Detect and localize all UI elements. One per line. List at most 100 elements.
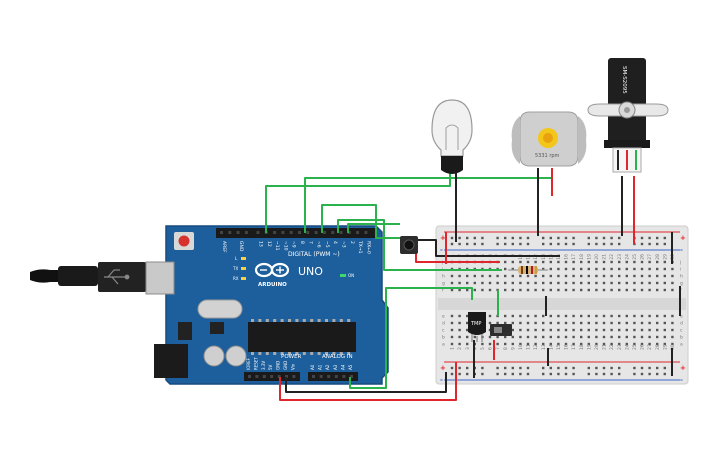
breadboard-hole[interactable] [656, 267, 659, 271]
analog-pin-hole[interactable] [312, 375, 315, 378]
breadboard-hole[interactable] [602, 260, 606, 264]
rail-hole[interactable] [633, 372, 636, 376]
breadboard-hole[interactable] [481, 288, 484, 292]
breadboard-hole[interactable] [466, 321, 469, 325]
rail-hole[interactable] [450, 366, 454, 370]
breadboard-hole[interactable] [564, 274, 568, 278]
rail-hole[interactable] [466, 366, 469, 370]
breadboard-hole[interactable] [633, 328, 636, 332]
breadboard-hole[interactable] [572, 328, 575, 332]
rail-hole[interactable] [648, 236, 651, 240]
breadboard-hole[interactable] [511, 281, 514, 285]
breadboard-hole[interactable] [610, 314, 613, 318]
breadboard-hole[interactable] [663, 288, 666, 292]
breadboard-hole[interactable] [526, 342, 530, 346]
analog-pin-hole[interactable] [350, 375, 353, 378]
breadboard-hole[interactable] [504, 260, 507, 264]
push-button[interactable] [400, 236, 418, 254]
breadboard-hole[interactable] [587, 260, 590, 264]
rail-hole[interactable] [549, 372, 552, 376]
breadboard-hole[interactable] [595, 335, 598, 339]
reset-button-cap[interactable] [178, 235, 190, 247]
breadboard-hole[interactable] [466, 335, 469, 339]
breadboard-hole[interactable] [640, 342, 644, 346]
breadboard-hole[interactable] [663, 328, 666, 332]
breadboard-hole[interactable] [610, 321, 613, 325]
breadboard-hole[interactable] [466, 288, 469, 292]
power-pin-hole[interactable] [248, 375, 251, 378]
wire-button-black[interactable] [416, 239, 560, 257]
rail-hole[interactable] [450, 372, 454, 376]
digital-pin-hole[interactable] [256, 231, 260, 234]
power-pin-hole[interactable] [270, 375, 274, 378]
rail-hole[interactable] [618, 236, 621, 240]
breadboard-hole[interactable] [534, 314, 537, 318]
rail-hole[interactable] [572, 372, 575, 376]
digital-pin-hole[interactable] [273, 231, 277, 234]
breadboard-hole[interactable] [511, 260, 514, 264]
dc-motor[interactable]: 5331 rpm [511, 111, 587, 167]
breadboard-hole[interactable] [534, 288, 537, 292]
breadboard-hole[interactable] [595, 314, 598, 318]
rail-hole[interactable] [481, 366, 484, 370]
breadboard-hole[interactable] [640, 335, 644, 339]
wire-pin2-to-button[interactable] [347, 223, 400, 233]
rail-hole[interactable] [458, 242, 461, 246]
breadboard-hole[interactable] [663, 281, 666, 285]
breadboard-hole[interactable] [618, 342, 621, 346]
rail-hole[interactable] [466, 372, 469, 376]
breadboard-hole[interactable] [656, 274, 659, 278]
rail-hole[interactable] [458, 236, 461, 240]
breadboard-hole[interactable] [534, 342, 537, 346]
rail-hole[interactable] [519, 366, 522, 370]
breadboard-hole[interactable] [595, 342, 598, 346]
rail-hole[interactable] [656, 242, 659, 246]
rail-hole[interactable] [549, 236, 552, 240]
analog-pin-hole[interactable] [327, 375, 331, 378]
breadboard-hole[interactable] [458, 328, 461, 332]
breadboard-hole[interactable] [534, 335, 537, 339]
breadboard-hole[interactable] [504, 342, 507, 346]
digital-header[interactable] [216, 228, 376, 238]
breadboard-hole[interactable] [542, 288, 545, 292]
breadboard-hole[interactable] [526, 288, 530, 292]
breadboard-hole[interactable] [458, 281, 461, 285]
digital-pin-hole[interactable] [347, 231, 351, 234]
rail-hole[interactable] [458, 372, 461, 376]
rail-hole[interactable] [663, 372, 666, 376]
light-bulb[interactable] [431, 99, 473, 174]
rail-hole[interactable] [511, 372, 514, 376]
rail-hole[interactable] [519, 372, 522, 376]
breadboard-hole[interactable] [618, 314, 621, 318]
breadboard-hole[interactable] [656, 314, 659, 318]
breadboard-hole[interactable] [648, 288, 651, 292]
breadboard-hole[interactable] [488, 281, 492, 285]
rail-hole[interactable] [549, 242, 552, 246]
breadboard-hole[interactable] [504, 274, 507, 278]
rail-hole[interactable] [564, 366, 568, 370]
breadboard-hole[interactable] [496, 321, 499, 325]
breadboard-hole[interactable] [564, 335, 568, 339]
breadboard-hole[interactable] [618, 274, 621, 278]
rail-hole[interactable] [496, 366, 499, 370]
rail-hole[interactable] [526, 366, 530, 370]
breadboard-hole[interactable] [602, 281, 606, 285]
breadboard-hole[interactable] [633, 321, 636, 325]
breadboard-hole[interactable] [481, 342, 484, 346]
power-pin-hole[interactable] [292, 375, 296, 378]
rail-hole[interactable] [481, 372, 484, 376]
breadboard-hole[interactable] [557, 335, 560, 339]
breadboard-hole[interactable] [564, 321, 568, 325]
rail-hole[interactable] [572, 366, 575, 370]
breadboard-hole[interactable] [519, 342, 522, 346]
breadboard-hole[interactable] [648, 267, 651, 271]
breadboard-hole[interactable] [602, 274, 606, 278]
breadboard-hole[interactable] [511, 274, 514, 278]
breadboard-hole[interactable] [602, 335, 606, 339]
digital-pin-hole[interactable] [314, 231, 318, 234]
rail-hole[interactable] [595, 236, 598, 240]
rail-hole[interactable] [511, 366, 514, 370]
breadboard-hole[interactable] [564, 342, 568, 346]
rail-hole[interactable] [450, 236, 454, 240]
breadboard-hole[interactable] [504, 321, 507, 325]
